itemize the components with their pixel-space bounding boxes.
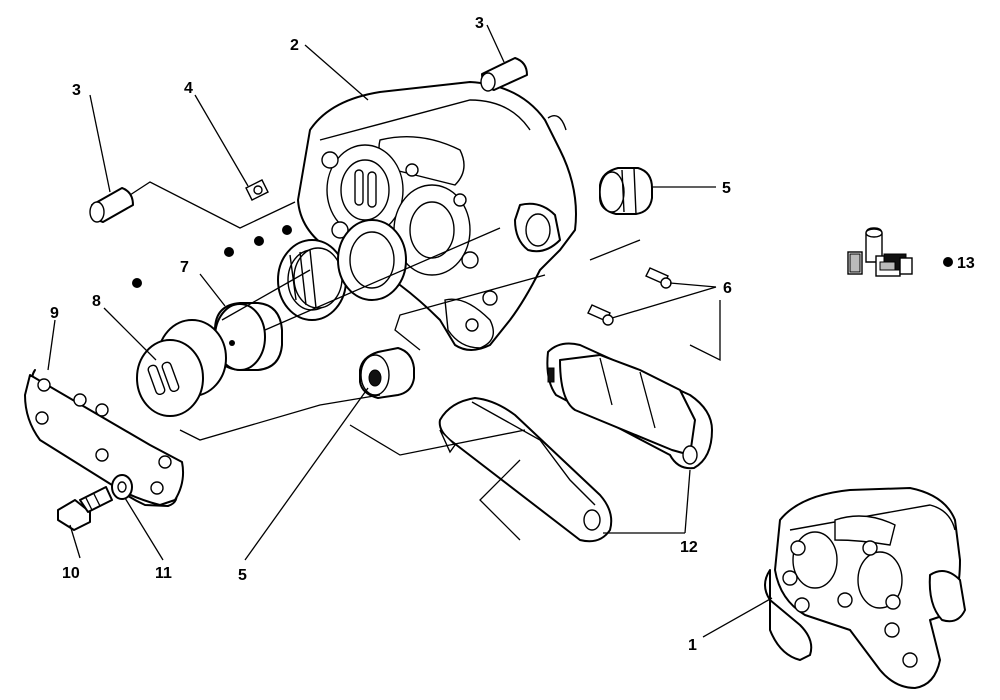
cover-plate: [24, 369, 185, 507]
callout-4: 4: [184, 80, 193, 97]
caliper-housing: [297, 81, 577, 351]
callout-9: 9: [50, 305, 59, 322]
callout-11: 11: [155, 565, 172, 582]
callout-13: 13: [957, 255, 975, 272]
retaining-screw-lower: [587, 304, 614, 326]
assembled-caliper: [764, 487, 966, 689]
slide-pin-left: [89, 187, 134, 223]
callout-6: 6: [723, 280, 732, 297]
callout-3-right: 3: [475, 15, 484, 32]
callout-1: 1: [688, 637, 697, 654]
leader-lines: [47, 24, 773, 638]
callout-labels: 1 2 3 3 4 5 5 6 7 8 9 10 11 12 13: [50, 15, 975, 654]
kit-dot-piston-seal: [132, 278, 142, 288]
kit-dot-ring: [254, 236, 264, 246]
callout-2: 2: [290, 37, 299, 54]
bushing-upper: [599, 167, 653, 215]
kit-dot-13: [943, 257, 953, 267]
brake-pad-outer: [438, 397, 613, 543]
repair-kit-icon: [847, 227, 913, 277]
hex-bolts: [782, 540, 918, 668]
piston: [214, 302, 283, 371]
sealing-washer: [111, 474, 133, 500]
bleed-bolt: [57, 486, 113, 531]
slide-pin-right: [480, 57, 528, 92]
dust-boot: [136, 319, 227, 417]
callout-5-right: 5: [722, 180, 731, 197]
kit-dot-boot: [224, 247, 234, 257]
piston-seal-group: [277, 219, 407, 321]
callout-5-bottom: 5: [238, 567, 247, 584]
callout-8: 8: [92, 293, 101, 310]
brake-pad-inner: [546, 342, 713, 470]
bleeder-screw: [245, 179, 269, 201]
kit-dot-seal: [282, 225, 292, 235]
kit-marker-dots: [132, 225, 953, 288]
retaining-screw-upper: [645, 267, 672, 289]
callout-7: 7: [180, 259, 189, 276]
callout-3-left: 3: [72, 82, 81, 99]
callout-10: 10: [62, 565, 80, 582]
callout-12: 12: [680, 539, 698, 556]
bushing-lower: [359, 347, 415, 399]
